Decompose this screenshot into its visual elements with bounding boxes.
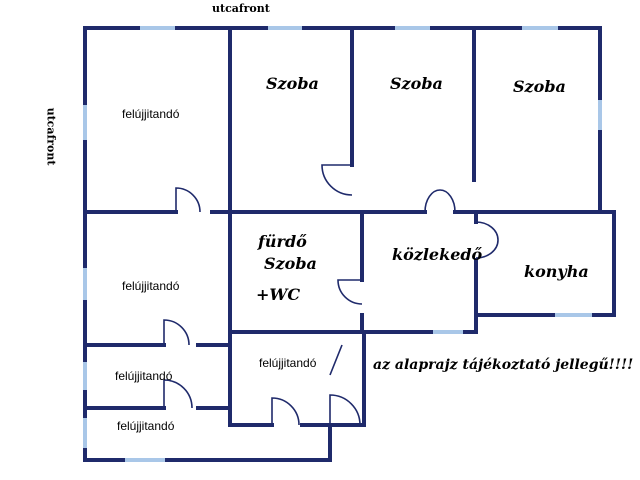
interior-walls [83,26,616,427]
room-label-felujitando-3: felújjitandó [115,369,173,383]
disclaimer-note: az alaprajz tájékoztató jellegű!!!! [373,357,634,373]
room-label-wc: +WC [256,285,301,304]
room-label-konyha: konyha [524,262,589,281]
room-label-szoba-2: Szoba [390,74,443,93]
room-label-felujitando-2: felújjitandó [122,279,180,293]
room-label-felujitando-5: felújjitandó [259,356,317,370]
street-label-left: utcafront [44,107,58,166]
room-label-furdo: fürdő [258,232,307,251]
room-label-szoba-3: Szoba [513,77,566,96]
room-label-felujitando-4: felújjitandó [117,419,175,433]
room-label-felujitando-1: felújjitandó [122,107,180,121]
doors [163,164,499,426]
room-label-kozlekedo: közlekedő [392,245,483,264]
street-label-top: utcafront [212,2,270,15]
windows [83,26,602,462]
room-label-szoba-1: Szoba [266,74,319,93]
room-label-furdo-szoba: Szoba [264,254,317,273]
